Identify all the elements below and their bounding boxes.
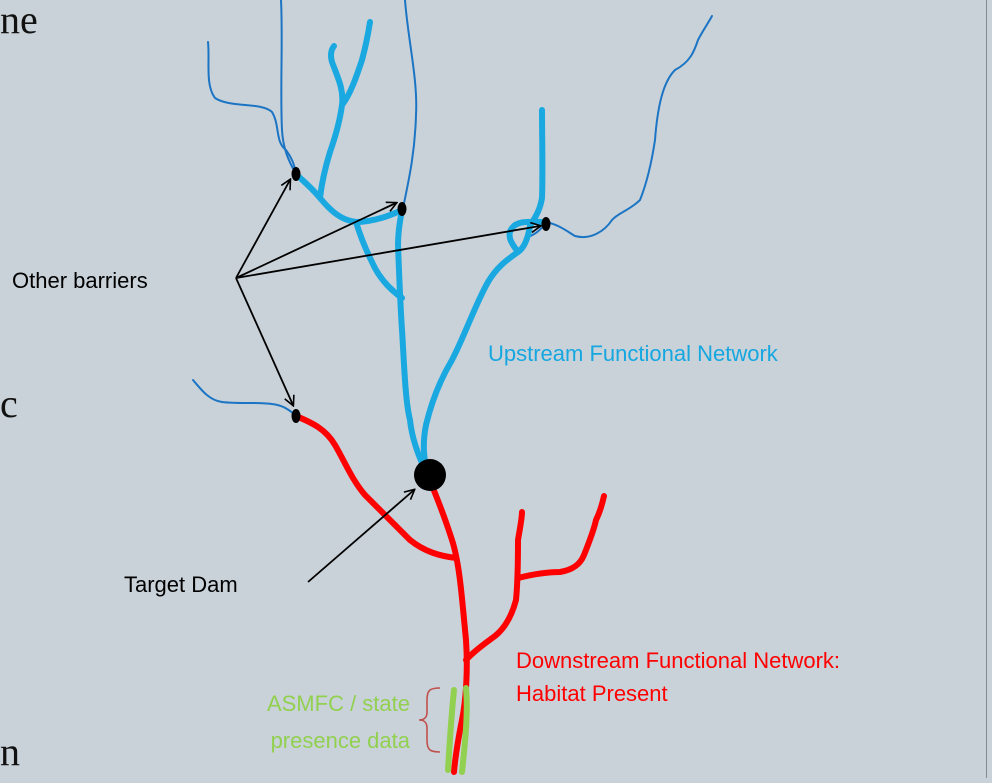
presence-segment-a [445,687,457,773]
target-dam-label: Target Dam [124,572,238,597]
barrier-marker-2 [397,202,407,216]
thin-stream-center [402,0,418,209]
thin-stream-left [280,0,297,175]
text-fragment-bottom: n [0,729,20,774]
thin-stream-right [545,15,713,238]
downstream-right-branch [463,509,525,663]
downstream-right-fork [515,493,607,581]
arrow-to-target-dam [307,490,414,583]
arrow-to-barrier-2 [235,203,396,279]
upstream-right-branch [506,218,549,255]
barrier-marker-4 [291,409,301,423]
upstream-network [293,19,549,479]
downstream-network-label-line2: Habitat Present [516,681,668,706]
presence-label-line1: ASMFC / state [266,691,410,716]
thin-stream-far-left [207,41,297,175]
arrow-to-barrier-4 [235,277,293,405]
text-fragment-top: ne [0,0,38,42]
downstream-main-stem [425,473,470,775]
presence-segment-b [459,685,470,775]
arrow-to-barrier-3 [235,226,540,279]
presence-overlay [445,685,470,775]
upstream-network-label: Upstream Functional Network [488,341,778,366]
upstream-left-branch [293,171,405,225]
barrier-markers [291,167,551,423]
upstream-left-lower [353,219,405,301]
upstream-left-fork [317,43,346,201]
text-fragment-mid: c [0,381,18,426]
barrier-marker-3 [541,217,551,231]
presence-bracket [418,687,441,753]
upstream-left-fork-b [339,19,373,108]
downstream-left-branch [293,413,459,561]
presence-label-line2: presence data [270,728,410,753]
target-dam-marker [414,459,446,491]
barrier-marker-1 [291,167,301,181]
upstream-main-stem [420,107,546,479]
arrow-to-barrier-1 [235,180,290,279]
upstream-center-stem [395,207,431,479]
annotation-arrows [235,180,540,583]
downstream-network [293,413,607,775]
slide-right-edge [986,0,987,778]
thin-stream-bottom-left [192,379,297,417]
downstream-network-label-line1: Downstream Functional Network: [516,648,841,673]
other-barriers-label: Other barriers [12,268,148,293]
